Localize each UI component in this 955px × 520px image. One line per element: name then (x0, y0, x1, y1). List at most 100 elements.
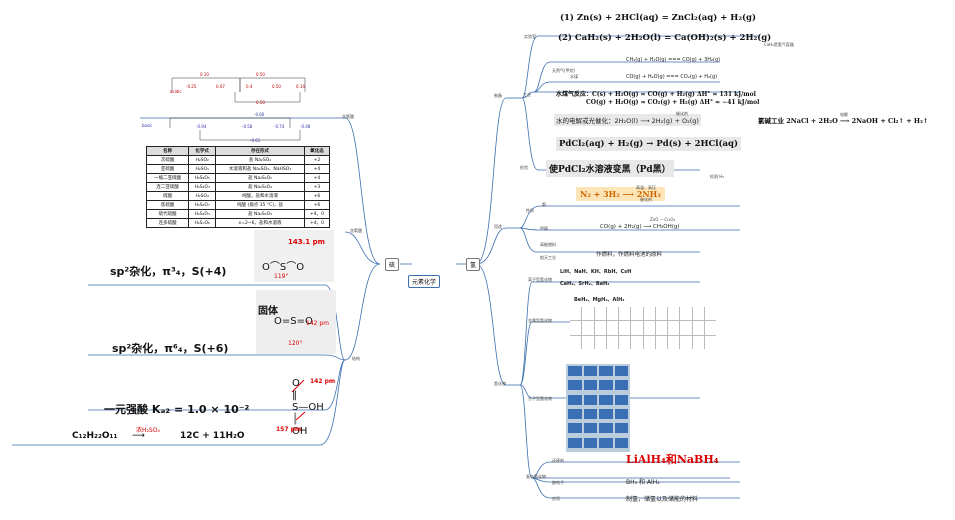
salt-hydride-1: LiH、NaH、KH、RbH、CsH (560, 269, 632, 275)
latimer-acid-row-1: -0.25 (186, 84, 197, 89)
haber-process: N₂ + 3H₂ ⟶ 2NH₃ (576, 187, 665, 201)
so2-bond-length: 143.1 pm (288, 238, 325, 246)
latimer-basic-row-1: -0.94 (196, 124, 207, 129)
latimer-acid-row-5: 0.14 (296, 84, 305, 89)
cell: +2 (303, 155, 331, 165)
latimer-basic-row-3: -0.74 (274, 124, 285, 129)
electrolysis-catalyst: 催化剂 (676, 111, 688, 116)
so3-angle: 120° (288, 340, 303, 347)
hub-hydrogen[interactable]: 氢 (466, 258, 481, 271)
label-space: 航天工业 (540, 255, 556, 260)
cell: 硫代硫酸 (145, 209, 190, 219)
branch-struct-label: 含氧酸 (350, 228, 362, 233)
cell: 次硫酸 (145, 155, 190, 165)
acidic-label: acidic (170, 89, 182, 94)
latimer-basic-row-4: -0.48 (300, 124, 311, 129)
label-methanol: 甲醇 (540, 226, 548, 231)
haber-cond-bottom: 催化剂 (640, 197, 652, 202)
sp2-so2: sp²杂化，π³₄，S(+4) (110, 265, 227, 278)
latimer-basic-top: -0.66 (254, 112, 265, 117)
latimer-basic-row-2: -0.58 (242, 124, 253, 129)
latimer-acid-top-1: 0.10 (200, 72, 209, 77)
crystal-label: 固体 (258, 306, 278, 317)
eq-co-shift: CO(g) + H₂O(g) === CO₂(g) + H₂(g) (626, 74, 718, 80)
latimer-acid-row-4: 0.50 (272, 84, 281, 89)
water-gas-reaction-2: CO(g) + H₂O(g) = CO₂(g) + H₂(g) ΔH° = −4… (586, 99, 760, 106)
label-fuel: 高能燃料 (540, 242, 556, 247)
electrolysis: 水的电解或光催化：2H₂O(l) ⟶ 2H₂(g) + O₂(g) (554, 114, 701, 126)
cell: 连二亚硫酸 (145, 182, 190, 192)
label-reducer: 还原剂 (552, 458, 564, 463)
cell: H₂SO₃ (188, 164, 217, 174)
cell: +4，0 (303, 209, 331, 219)
cell: 亚硫酸 (145, 164, 190, 174)
sucrose-formula: C₁₂H₂₂O₁₁ (72, 431, 118, 441)
cell: H₂S₂O₇ (188, 200, 217, 210)
storage-use: 制氢，储氢以及储能的材料 (626, 496, 699, 503)
cell: x=2~6，盐和水溶液 (215, 218, 305, 228)
water-gas-reaction: 水煤气反应：C(s) + H₂O(g) = CO(g) + H₂(g) ΔH° … (556, 91, 756, 98)
cell: 盐 Na₂S₂O₄ (215, 182, 305, 192)
latimer-acid-row-3: 0.4 (246, 84, 253, 89)
branch-use-label: 用途 (494, 224, 502, 229)
th-formula: 化学式 (188, 146, 217, 156)
label-ammonia-branch: 性质 (526, 208, 534, 213)
metal-hydride-periodic-grid (570, 307, 716, 349)
basic-label: basic (142, 123, 152, 128)
cell: H₂SO₂ (188, 155, 217, 165)
cell: +4，0 (303, 218, 331, 228)
label-ammonia: 氨 (542, 202, 546, 207)
label-water-gas: 水煤 (570, 74, 578, 79)
cell: 盐 Na₂SO₂ (215, 155, 305, 165)
branch-structure-label: 结构 (352, 356, 360, 361)
cell: H₂SₓO₆ (188, 218, 217, 228)
hub-sulfur[interactable]: 硫 (385, 258, 400, 271)
haber-cond-top: 高温、高压 (636, 185, 656, 190)
label-molecular-hydride: 分子型氢化物 (528, 396, 552, 401)
strong-acid: 一元强酸 Kₐ₂ = 1.0 × 10⁻² (104, 403, 250, 416)
latimer-acid-row-2: 0.07 (216, 84, 225, 89)
eq-methane: CH₄(g) + H₂O(g) === CO(g) + 3H₂(g) (626, 57, 721, 63)
so2-angle: 119° (274, 273, 289, 280)
center-node[interactable]: 元素化学 (408, 275, 441, 288)
label-industry: 工业 (523, 92, 531, 97)
cell: 连多硫酸 (145, 218, 190, 228)
pd-side: 检测 H₂ (710, 174, 724, 179)
lialh4-nabh4: LiAlH₄和NaBH₄ (626, 453, 719, 466)
sp2-so3: sp²杂化，π⁶₄，S(+6) (112, 342, 229, 355)
label-electron-deficient: 缺电子 (552, 480, 564, 485)
so2-molecule: O⌒S⌒O (262, 262, 305, 273)
label-ionic-hydride: 离子型氢化物 (528, 277, 552, 282)
latimer-acid-bottom: 0.50 (256, 100, 265, 105)
cell: 盐 Na₂S₂O₃ (215, 209, 305, 219)
chloralkali: 氯碱工业 2NaCl + 2H₂O ⟶ 2NaOH + Cl₂↑ + H₂↑ (758, 117, 929, 125)
h2so4-bond2: 157 pm (276, 426, 302, 433)
branch-hydride-label: 氢化物 (494, 381, 506, 386)
cell: H₂S₂O₅ (188, 173, 217, 183)
cell: H₂SO₄ (188, 191, 217, 201)
label-application: 应用 (552, 496, 560, 501)
latimer-basic-bottom: -0.61 (250, 138, 261, 143)
label-natural-gas: 天然气(甲烷) (552, 68, 576, 73)
branch-oxyacid-label: 含氧酸 (342, 114, 354, 119)
cell: +4 (303, 164, 331, 174)
cell: 纯酸，盐和水溶液 (215, 191, 305, 201)
fuel-use: 作燃料，作燃料电池的原料 (596, 252, 663, 258)
cell: H₂S₂O₄ (188, 182, 217, 192)
cah2-note: CaH₂是氢气容器 (764, 42, 794, 47)
latimer-acid-top-2: 0.50 (256, 72, 265, 77)
h2so4-structure: O‖S—OH│OH (292, 378, 324, 437)
cell: 一缩二亚硫酸 (145, 173, 190, 183)
cell: 硫酸 (145, 191, 190, 201)
label-metal-hydride: 金属型氢化物 (528, 318, 552, 323)
sucrose-products: 12C + 11H₂O (180, 431, 245, 441)
so3-structure-image (256, 290, 336, 354)
cell: 水溶液和盐 Na₂SO₃、NaHSO₃ (215, 164, 305, 174)
cell: H₂S₂O₃ (188, 209, 217, 219)
label-check: 检验 (520, 165, 528, 170)
